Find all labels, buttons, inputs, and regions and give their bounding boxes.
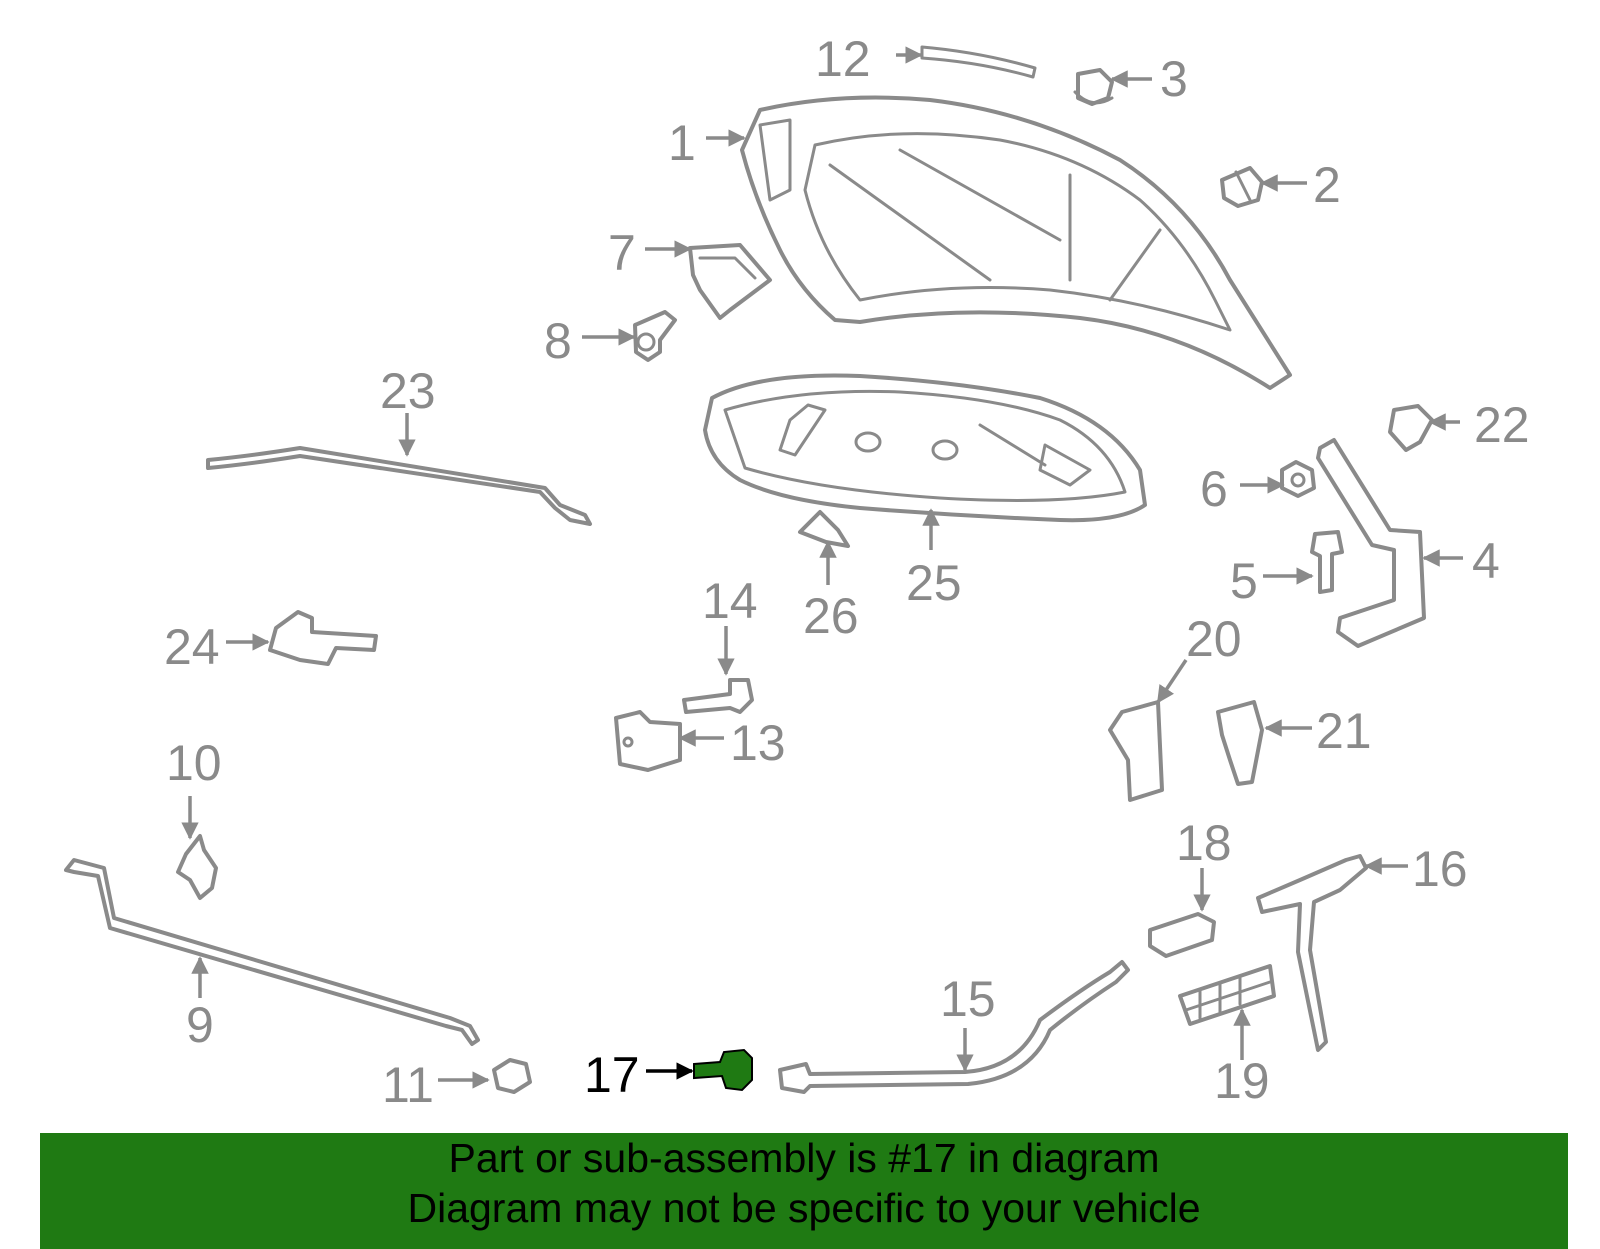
banner-line-2: Diagram may not be specific to your vehi…: [407, 1185, 1201, 1231]
bumper-part-21[interactable]: [1216, 700, 1264, 786]
info-banner: Part or sub-assembly is #17 in diagram D…: [40, 1133, 1568, 1249]
part-17-highlighted[interactable]: [693, 1048, 753, 1092]
clip-part-26[interactable]: [798, 510, 850, 548]
callout-10: 10: [166, 735, 222, 791]
support-rod-part-9[interactable]: [64, 858, 480, 1046]
callout-11: 11: [382, 1057, 434, 1113]
callout-1: 1: [668, 115, 696, 171]
callout-16: 16: [1412, 841, 1468, 897]
parts-diagram: 12 3 1 2 7 8 23 22 6 25 26 4 5 24 14 20 …: [64, 31, 1530, 1113]
callout-9: 9: [186, 997, 214, 1053]
callout-18: 18: [1176, 815, 1232, 871]
bumper-part-20[interactable]: [1108, 700, 1164, 802]
callout-22: 22: [1474, 397, 1530, 453]
callout-26: 26: [803, 588, 859, 644]
callout-17-highlighted: 17: [584, 1047, 640, 1103]
callout-19: 19: [1214, 1053, 1270, 1109]
hinge-part-4[interactable]: [1316, 438, 1426, 648]
callout-23: 23: [380, 363, 436, 419]
callout-7: 7: [608, 225, 636, 281]
callout-4: 4: [1472, 533, 1500, 589]
bolt-part-14[interactable]: [682, 678, 754, 714]
bolt-part-5[interactable]: [1310, 530, 1344, 594]
callout-2: 2: [1313, 157, 1341, 213]
callout-13: 13: [730, 715, 786, 771]
callout-12: 12: [815, 31, 871, 87]
rod-clip-part-10[interactable]: [176, 834, 218, 900]
callout-20: 20: [1186, 611, 1242, 667]
clip-part-8[interactable]: [633, 310, 677, 362]
hood-insulator-part-25[interactable]: [703, 373, 1147, 523]
callout-14: 14: [702, 573, 758, 629]
release-cable-part-15[interactable]: [778, 960, 1130, 1094]
seal-part-12[interactable]: [920, 45, 1037, 79]
callout-25: 25: [906, 555, 962, 611]
callout-15: 15: [940, 971, 996, 1027]
bracket-part-7[interactable]: [688, 243, 772, 320]
callout-24: 24: [164, 619, 220, 675]
nut-part-6[interactable]: [1280, 460, 1316, 498]
callout-8: 8: [544, 313, 572, 369]
callout-6: 6: [1200, 461, 1228, 517]
bumper-part-2[interactable]: [1220, 166, 1264, 208]
bracket-part-24[interactable]: [268, 610, 378, 666]
clip-part-18[interactable]: [1148, 912, 1216, 958]
callout-3: 3: [1160, 51, 1188, 107]
bumper-part-3[interactable]: [1073, 68, 1114, 106]
latch-part-13[interactable]: [614, 710, 682, 772]
hood-panel-part-1[interactable]: [740, 95, 1292, 390]
nut-part-11[interactable]: [492, 1058, 532, 1094]
release-handle-part-16[interactable]: [1256, 854, 1368, 1052]
callout-5: 5: [1230, 553, 1258, 609]
bezel-part-19[interactable]: [1178, 964, 1276, 1026]
prop-rod-part-23[interactable]: [206, 446, 592, 526]
cap-part-22[interactable]: [1388, 404, 1434, 452]
callout-21: 21: [1316, 703, 1372, 759]
banner-line-1: Part or sub-assembly is #17 in diagram: [448, 1135, 1160, 1181]
